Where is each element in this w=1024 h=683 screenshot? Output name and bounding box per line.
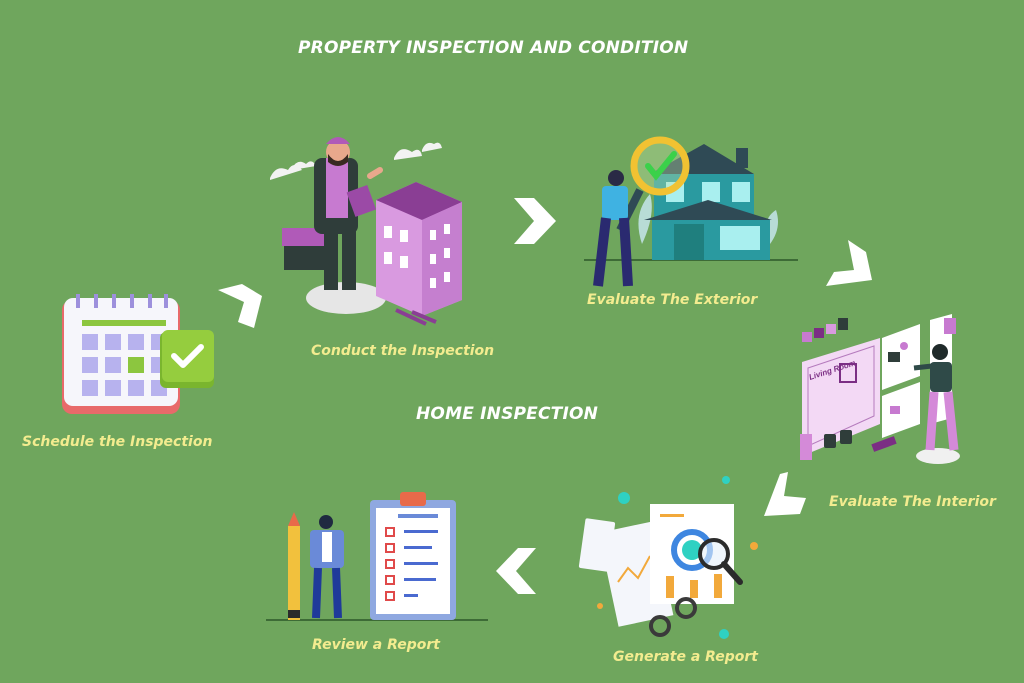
- arrow-down-right-icon: [822, 238, 878, 290]
- report-charts-icon: [568, 466, 758, 642]
- inspector-building-icon: [266, 130, 476, 340]
- step-label-generate: Generate a Report: [613, 649, 758, 665]
- step-label-schedule: Schedule the Inspection: [22, 434, 213, 450]
- arrow-right-icon: [512, 196, 558, 246]
- house-magnifier-icon: [584, 134, 800, 292]
- arrow-right-up-icon: [214, 280, 270, 336]
- center-title: HOME INSPECTION: [416, 404, 599, 424]
- checklist-clipboard-icon: [266, 486, 490, 626]
- step-label-exterior: Evaluate The Exterior: [587, 292, 758, 308]
- diagram-title: PROPERTY INSPECTION AND CONDITION: [298, 38, 689, 58]
- calendar-check-icon: [58, 288, 218, 418]
- step-label-interior: Evaluate The Interior: [829, 494, 996, 510]
- arrow-down-left-icon: [760, 470, 812, 522]
- interior-design-board-icon: Living Room: [796, 306, 972, 472]
- step-label-review: Review a Report: [312, 637, 440, 653]
- arrow-left-icon: [494, 546, 538, 596]
- step-label-conduct: Conduct the Inspection: [311, 343, 495, 359]
